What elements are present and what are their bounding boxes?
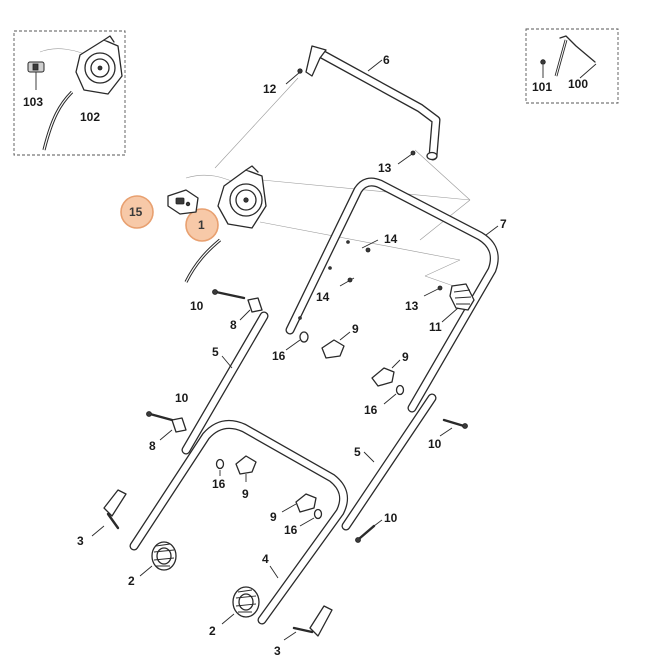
lower-u-frame-4: 4	[129, 419, 349, 625]
label-10-right: 10	[428, 437, 442, 451]
label-9-a: 9	[352, 322, 359, 336]
label-9-c: 9	[242, 487, 249, 501]
label-13-top: 13	[378, 161, 392, 175]
lower-tube-5-left: 5	[181, 311, 269, 455]
label-10-lower: 10	[384, 511, 398, 525]
callout-bubble-15	[120, 195, 154, 229]
label-13-right: 13	[405, 299, 419, 313]
bolt-10-mid-left: 10	[146, 391, 189, 422]
label-11: 11	[429, 320, 442, 334]
label-5-right: 5	[354, 445, 361, 459]
upper-handle-bar: 6	[305, 45, 441, 161]
label-14-lower: 14	[316, 290, 330, 304]
nut-8-upper: 8	[230, 297, 263, 332]
label-9-d: 9	[270, 510, 277, 524]
bolt-10-upper-left: 10	[190, 289, 246, 313]
washer-16-d: 16	[284, 508, 323, 537]
label-1: 1	[198, 218, 205, 232]
main-u-handle: 7	[285, 177, 507, 413]
label-16-c: 16	[212, 477, 226, 491]
label-4: 4	[262, 552, 269, 566]
label-16-a: 16	[272, 349, 286, 363]
knob-9-b: 9	[371, 350, 409, 387]
label-10-upper-left: 10	[190, 299, 204, 313]
cable-clip-11: 11	[429, 283, 475, 334]
screw-12: 12	[263, 68, 303, 96]
knob-9-a: 9	[321, 322, 359, 359]
screw-13-right: 13	[405, 285, 443, 313]
washer-16-c: 16	[212, 458, 226, 491]
screw-13-top: 13	[378, 150, 416, 175]
nut-8-lower: 8	[149, 417, 187, 453]
adjuster-2-left: 2	[128, 541, 177, 588]
label-2-left: 2	[128, 574, 135, 588]
label-15: 15	[129, 205, 143, 219]
screw-14-upper: 14	[361, 232, 398, 253]
washer-16-b: 16	[364, 384, 405, 417]
control-housing-1: 1	[184, 165, 267, 283]
label-6: 6	[383, 53, 390, 67]
label-2-right: 2	[209, 624, 216, 638]
label-3-left: 3	[77, 534, 84, 548]
inset-box-right: 101 100	[525, 28, 619, 104]
inset-box-left: 103 102	[13, 30, 126, 156]
label-101: 101	[532, 80, 552, 94]
washer-16-a: 16	[272, 331, 309, 363]
bolt-10-lower: 10	[355, 511, 398, 543]
adjuster-2-right: 2	[209, 586, 260, 638]
lower-tube-5-right: 5	[341, 393, 437, 531]
label-16-d: 16	[284, 523, 298, 537]
knob-9-d: 9	[270, 493, 317, 524]
label-8-upper: 8	[230, 318, 237, 332]
label-14-upper: 14	[384, 232, 398, 246]
lever-15: 15	[120, 189, 199, 229]
label-8-lower: 8	[149, 439, 156, 453]
label-10-mid-left: 10	[175, 391, 189, 405]
label-102: 102	[80, 110, 100, 124]
label-103: 103	[23, 95, 43, 109]
lever-3-left: 3	[77, 489, 127, 548]
label-7: 7	[500, 217, 507, 231]
label-100: 100	[568, 77, 588, 91]
screw-14-lower: 14	[316, 277, 355, 304]
label-12: 12	[263, 82, 277, 96]
bolt-10-right: 10	[428, 418, 468, 451]
callout-bubble-1	[185, 208, 219, 242]
knob-9-c: 9	[235, 455, 257, 501]
label-5-left: 5	[212, 345, 219, 359]
label-3-right: 3	[274, 644, 281, 658]
lever-3-right: 3	[274, 605, 333, 658]
label-16-b: 16	[364, 403, 378, 417]
label-9-b: 9	[402, 350, 409, 364]
